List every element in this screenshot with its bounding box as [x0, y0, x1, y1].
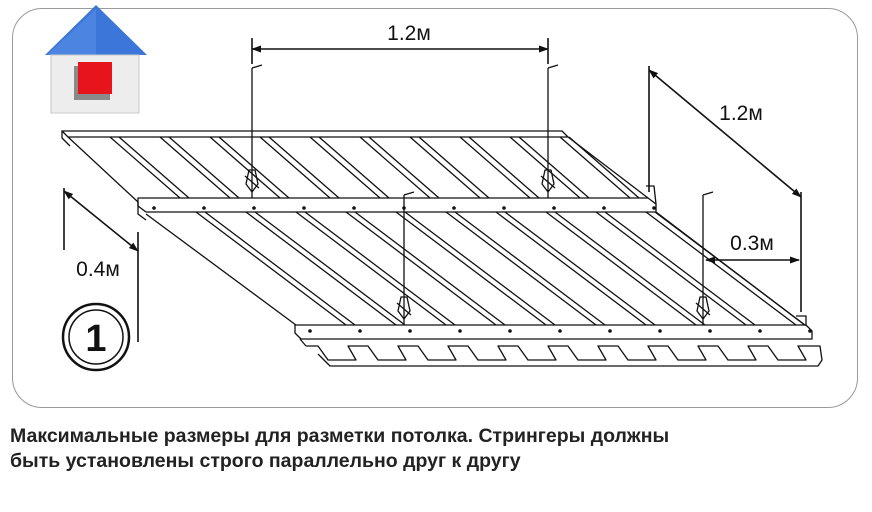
dimension-labels: 1.2м 1.2м 0.4м 0.3м [76, 22, 774, 281]
lower-slats [195, 211, 806, 326]
stringer-hole [708, 329, 712, 333]
slat-line [509, 136, 590, 199]
stringer-holes [152, 206, 656, 210]
stringer-hole [458, 329, 462, 333]
hanger-spring [396, 302, 412, 316]
slat-line [109, 136, 190, 199]
step-badge: 1 [61, 302, 131, 372]
slat-line [209, 136, 290, 199]
slat-line [495, 211, 656, 326]
slat-line [595, 211, 756, 326]
hanger-rod [251, 64, 263, 198]
hanger-clip [541, 169, 555, 193]
step-number: 1 [85, 318, 106, 360]
stringer-holes-front [308, 329, 812, 333]
edge-offset-label: 0.4м [76, 258, 120, 281]
slat-line [259, 136, 340, 199]
stringer-hole [202, 206, 206, 210]
slat-line [245, 211, 406, 326]
slat-line [409, 136, 490, 199]
stringer-hole [658, 329, 662, 333]
ceiling-structure [61, 64, 823, 367]
hanger-spring [695, 302, 711, 316]
upper-slats [109, 136, 640, 199]
slat-line [309, 136, 390, 199]
stringer-hole [252, 206, 256, 210]
hanger-clip [397, 296, 411, 320]
slat-line [345, 211, 506, 326]
hanger-rod [547, 64, 559, 198]
slat-line [359, 136, 440, 199]
diagram-frame [12, 8, 858, 408]
stringer-hole [552, 206, 556, 210]
top-spacing-label: 1.2м [387, 22, 431, 45]
stringer-hole [652, 206, 656, 210]
stringer-hole [408, 329, 412, 333]
stringer-hole [758, 329, 762, 333]
slat-line [295, 211, 456, 326]
stringer-hole [608, 329, 612, 333]
house-icon [45, 5, 147, 114]
stringer-hole [152, 206, 156, 210]
stringer-hole [302, 206, 306, 210]
stringer-hole [502, 206, 506, 210]
caption-line-1: Максимальные размеры для разметки потолк… [10, 425, 670, 447]
slat-line [395, 211, 556, 326]
slat-line [545, 211, 706, 326]
diagram-caption: Максимальные размеры для разметки потолк… [10, 424, 862, 474]
hanger-clip [696, 296, 710, 320]
end-offset-label: 0.3м [730, 232, 774, 255]
hanger-clip [245, 169, 259, 193]
hanger-spring [244, 175, 260, 189]
slat-line [559, 136, 640, 199]
stringer-hole [602, 206, 606, 210]
stringer-hole [358, 329, 362, 333]
slat-line [159, 136, 240, 199]
slat-line [195, 211, 356, 326]
stringer-hole [808, 329, 812, 333]
stringer-hole [352, 206, 356, 210]
stringer-comb [299, 338, 823, 367]
stringer-hole [308, 329, 312, 333]
hanger-rod [403, 191, 415, 325]
dimension-lines [63, 38, 802, 342]
slat-line [645, 211, 806, 326]
side-spacing-label: 1.2м [719, 102, 763, 125]
hanger-spring [540, 175, 556, 189]
stringer-hole [508, 329, 512, 333]
slat-line [445, 211, 606, 326]
caption-line-2: быть установлены строго параллельно друг… [10, 450, 521, 472]
slat-line [459, 136, 540, 199]
hangers [244, 64, 714, 325]
stringer-hole [558, 329, 562, 333]
stringer-hole [452, 206, 456, 210]
